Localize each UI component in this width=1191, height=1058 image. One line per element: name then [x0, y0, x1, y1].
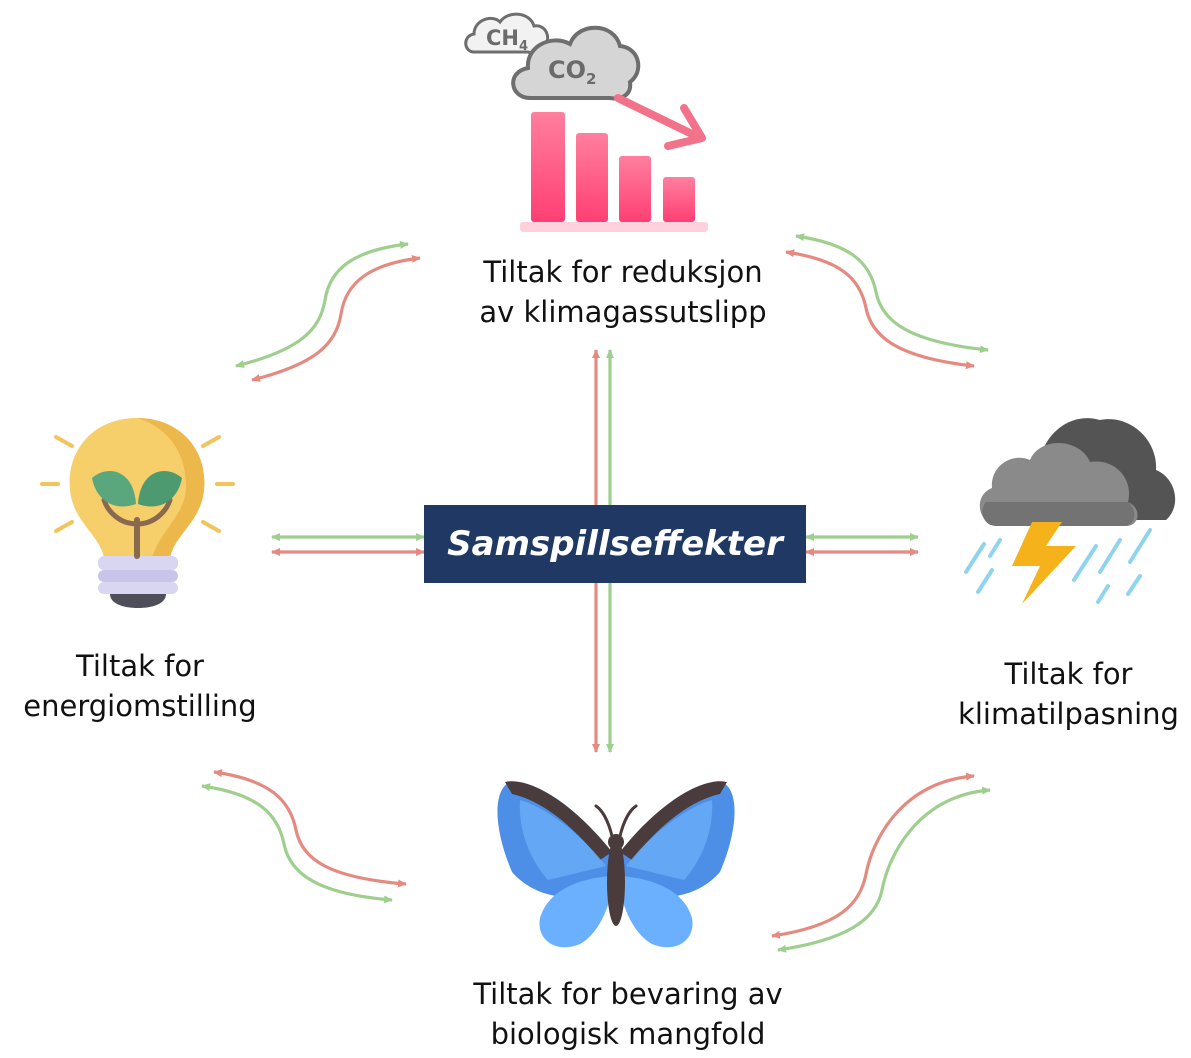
emissions-reduction-chart-icon: CH4 CO2	[464, 12, 708, 232]
arrow-top-left-red	[251, 254, 421, 382]
storm-cloud-icon	[964, 418, 1176, 604]
arrow-bottom-left-green	[201, 783, 393, 904]
node-label-left: Tiltak for energiomstilling	[23, 649, 257, 723]
chart-bar	[619, 156, 651, 222]
lightbulb-plant-icon	[40, 418, 235, 608]
center-label: Samspillseffekter	[447, 524, 783, 564]
chart-bar	[531, 112, 565, 222]
ch4-label: CH4	[486, 26, 528, 54]
center-box-bg	[424, 505, 806, 583]
node-label-top: Tiltak for reduksjon av klimagassutslipp	[479, 255, 767, 329]
butterfly-icon	[497, 781, 735, 948]
co2-label: CO2	[548, 56, 596, 88]
arrow-bottom-left-red	[213, 769, 407, 888]
interaction-arrows	[201, 233, 991, 953]
node-label-right: Tiltak for klimatilpasning	[958, 657, 1179, 731]
node-label-bottom: Tiltak for bevaring av biologisk mangfol…	[473, 977, 783, 1051]
arrow-top-right-red	[785, 249, 975, 370]
center-box: Samspillseffekter	[424, 505, 806, 583]
arrow-bottom-right-green	[777, 786, 991, 953]
chart-bar	[663, 177, 695, 222]
chart-bar	[576, 133, 608, 222]
